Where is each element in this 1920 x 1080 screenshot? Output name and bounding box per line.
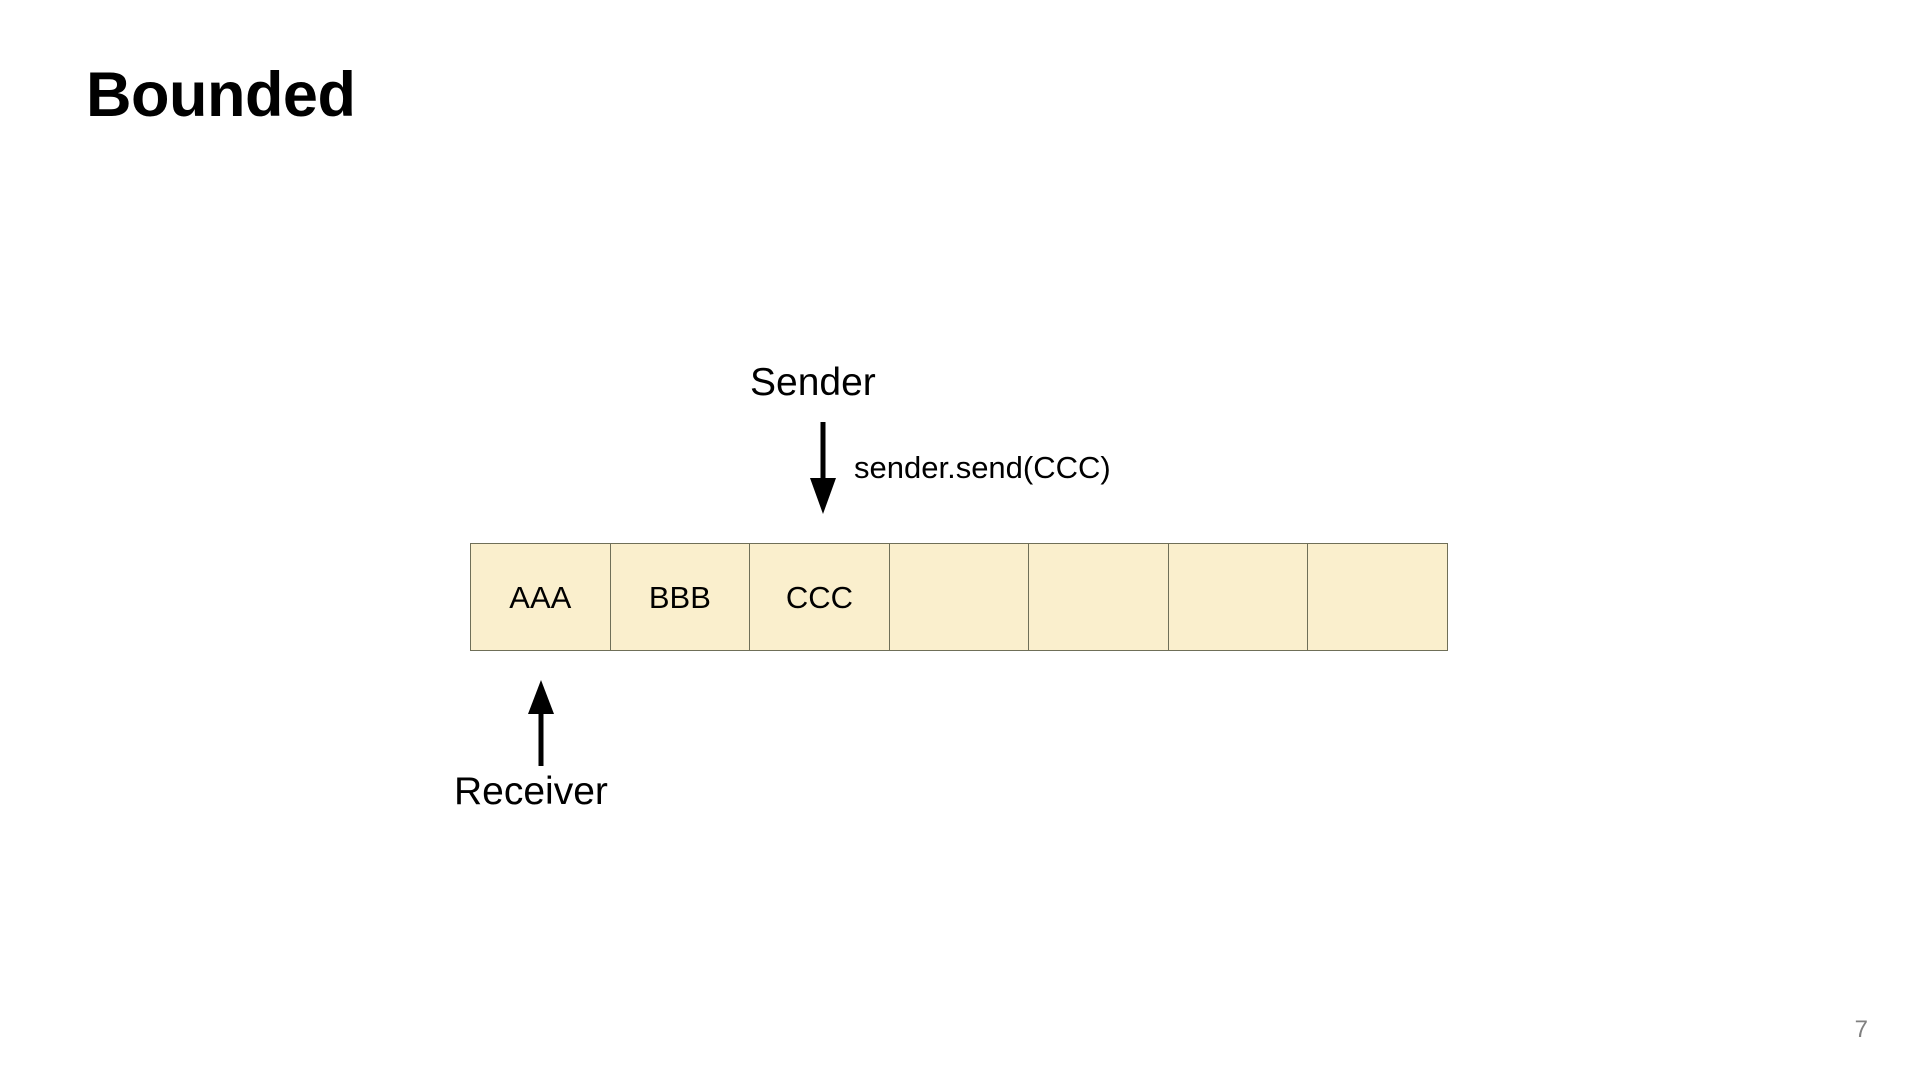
arrow-down-icon bbox=[810, 422, 836, 514]
buffer-cell: BBB bbox=[610, 544, 751, 650]
buffer-cell: AAA bbox=[471, 544, 611, 650]
buffer-cell bbox=[1029, 544, 1169, 650]
buffer-cell-label: AAA bbox=[509, 579, 572, 615]
sender-send-call-label: sender.send(CCC) bbox=[854, 450, 1111, 485]
buffer-cell: CCC bbox=[750, 544, 890, 650]
buffer-cell-label: BBB bbox=[648, 579, 711, 615]
page-number: 7 bbox=[1854, 1016, 1868, 1043]
arrow-up-icon bbox=[528, 680, 554, 766]
buffer-cell-label: CCC bbox=[785, 579, 854, 615]
page-title: Bounded bbox=[86, 60, 356, 130]
buffer-container: AAA BBB CCC bbox=[470, 543, 1448, 651]
buffer-cell bbox=[1308, 544, 1448, 650]
receiver-label: Receiver bbox=[454, 770, 608, 813]
buffer-cell bbox=[1168, 544, 1309, 650]
sender-label: Sender bbox=[750, 361, 876, 404]
buffer-cell bbox=[889, 544, 1030, 650]
